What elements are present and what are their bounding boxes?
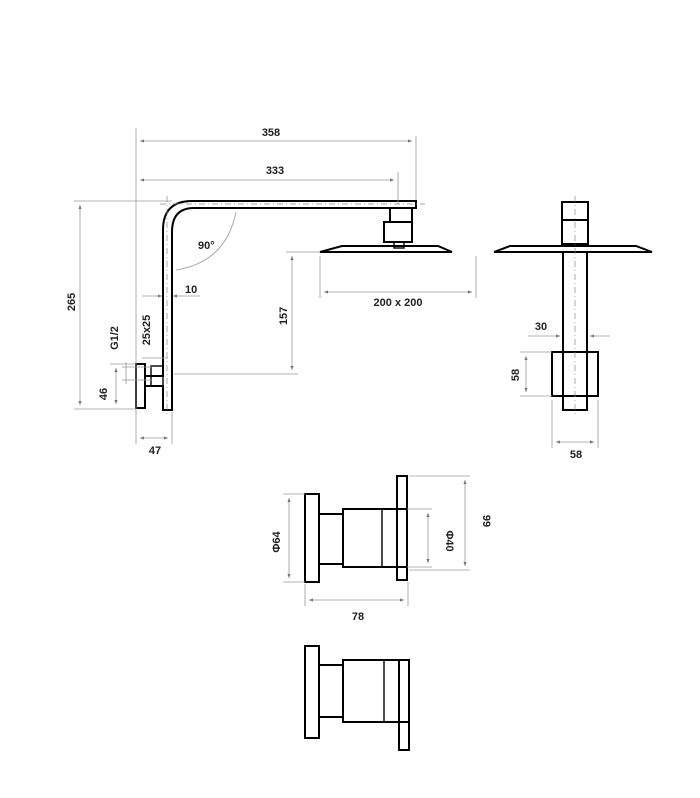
dim-flange-projection: 47 — [140, 412, 173, 457]
dim-overall-width-label: 358 — [262, 127, 280, 139]
dim-valve-body-diameter-label: Φ40 — [443, 530, 455, 551]
dim-valve-depth: 78 — [304, 582, 409, 623]
dim-side-flange-height: 58 — [510, 351, 552, 397]
dim-valve-body-diameter: Φ40 — [407, 508, 455, 568]
dim-height-label: 265 — [66, 293, 78, 311]
thread-label: G1/2 — [109, 326, 121, 350]
dim-arm-length-label: 333 — [266, 165, 284, 177]
dim-valve-flange-diameter: Φ64 — [271, 493, 305, 583]
dim-side-flange-width: 58 — [551, 400, 599, 461]
valve-side-view-2 — [304, 645, 410, 751]
rain-head — [319, 245, 453, 253]
dim-valve-overall-height: 99 — [409, 475, 492, 571]
dim-side-flange-width-label: 58 — [570, 449, 582, 461]
dim-side-flange-height-label: 58 — [510, 369, 522, 381]
dim-offset-label: 10 — [185, 284, 197, 296]
valve-2-lever — [398, 659, 410, 751]
dim-drop: 157 — [174, 251, 320, 375]
dim-head-size-label: 200 x 200 — [374, 297, 423, 309]
dim-drop-label: 157 — [278, 307, 290, 325]
shower-arm-side-view — [493, 196, 653, 416]
valve-lever — [396, 475, 408, 581]
dim-valve-overall-height-label: 99 — [480, 515, 492, 527]
valve-2-flange — [304, 645, 320, 739]
flange-nut — [150, 365, 164, 387]
valve-2-spacer — [318, 664, 344, 718]
dim-offset: 10 — [142, 284, 200, 298]
dim-valve-flange-diameter-label: Φ64 — [271, 530, 283, 552]
dim-flange-height-label: 46 — [98, 388, 110, 400]
wall-flange — [135, 363, 146, 409]
angle-label: 90° — [198, 240, 215, 252]
dim-overall-width: 358 — [135, 127, 417, 444]
valve-side-view — [304, 475, 408, 583]
dim-arm-length: 333 — [140, 165, 399, 204]
dim-flange-height: 46 — [98, 363, 136, 404]
shower-arm — [145, 200, 417, 411]
valve-flange — [304, 493, 320, 583]
dim-flange-projection-label: 47 — [149, 445, 161, 457]
dim-head-size: 200 x 200 — [319, 256, 477, 309]
section-label: 25x25 — [141, 315, 153, 346]
head-swivel — [383, 221, 413, 243]
dim-side-arm-width: 30 — [528, 321, 610, 338]
shower-arm-front-view — [135, 196, 453, 416]
dim-valve-depth-label: 78 — [352, 611, 364, 623]
dim-thread-section — [122, 357, 168, 384]
dim-side-arm-width-label: 30 — [535, 321, 547, 333]
valve-spacer — [318, 513, 344, 565]
head-connector-nut — [389, 207, 413, 223]
dim-height: 265 — [66, 200, 172, 410]
